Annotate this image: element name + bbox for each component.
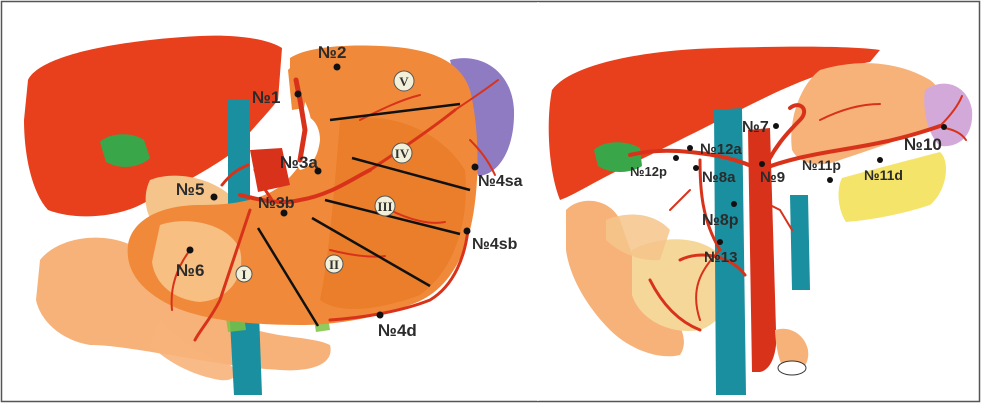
vein-right-2 xyxy=(790,195,810,290)
station-label: №7 xyxy=(742,119,769,136)
lymph-node-marker xyxy=(472,164,479,171)
zone-label: II xyxy=(329,257,339,272)
station-label: №12a xyxy=(700,141,742,158)
lymph-node-marker xyxy=(693,165,699,171)
station-label: №6 xyxy=(176,261,204,280)
lymph-node-marker xyxy=(334,64,341,71)
station-label: №11p xyxy=(802,157,841,173)
lymph-node-marker xyxy=(731,201,737,207)
zone-label: III xyxy=(377,199,392,214)
lymph-node-marker xyxy=(464,228,471,235)
station-label: №1 xyxy=(252,88,280,107)
station-label: №12p xyxy=(630,164,667,179)
station-label: №2 xyxy=(318,43,346,62)
lymph-node-marker xyxy=(377,312,384,319)
station-label: №9 xyxy=(760,169,785,186)
station-label: №8p xyxy=(702,212,739,229)
lymph-node-marker xyxy=(827,177,833,183)
lymph-node-marker xyxy=(295,91,302,98)
zone-label: IV xyxy=(395,146,410,161)
lymph-node-marker xyxy=(759,161,765,167)
station-label: №11d xyxy=(864,167,903,183)
station-label: №4d xyxy=(378,321,417,340)
station-label: №4sa xyxy=(478,173,523,190)
zone-label: I xyxy=(241,267,246,282)
lymph-node-marker xyxy=(773,123,779,129)
lymph-node-marker xyxy=(687,145,693,151)
zone-marker-ii: II xyxy=(325,255,343,273)
lymph-node-marker xyxy=(941,124,947,130)
lymph-node-marker xyxy=(673,155,679,161)
zone-marker-i: I xyxy=(236,266,252,282)
station-label: №10 xyxy=(904,135,942,154)
zone-marker-iv: IV xyxy=(392,143,412,163)
zone-marker-iii: III xyxy=(375,196,395,216)
station-label: №5 xyxy=(176,180,204,199)
bowel-end-right xyxy=(778,361,806,375)
lymph-node-marker xyxy=(717,239,723,245)
lymph-node-marker xyxy=(187,247,194,254)
station-label: №4sb xyxy=(472,236,518,253)
station-label: №13 xyxy=(704,249,737,266)
zone-label: V xyxy=(399,74,409,89)
lymph-node-marker xyxy=(211,194,218,201)
station-label: №8a xyxy=(702,169,736,186)
station-label: №3a xyxy=(280,153,318,172)
zone-marker-v: V xyxy=(394,71,414,91)
station-n3a[interactable]: №3a xyxy=(280,153,322,175)
lymph-node-marker xyxy=(877,157,883,163)
gallbladder-left xyxy=(100,134,150,167)
station-label: №3b xyxy=(258,195,295,212)
